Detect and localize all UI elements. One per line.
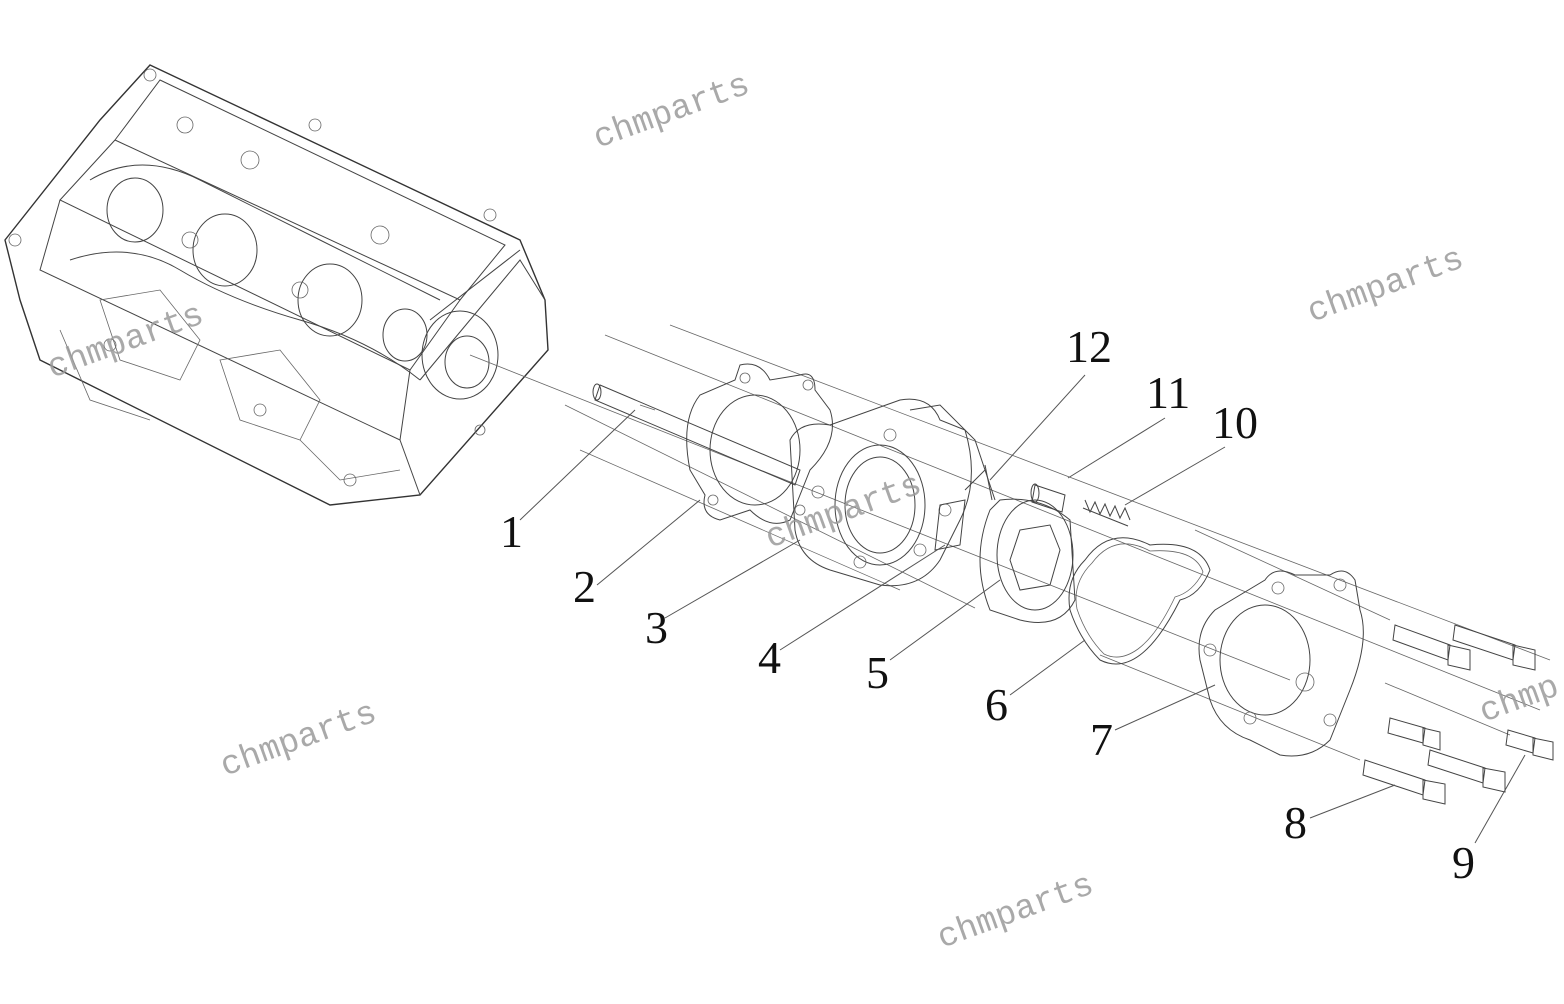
watermark-text: chmparts <box>1303 241 1469 333</box>
callout-9: 9 <box>1452 837 1475 888</box>
part-10-spring <box>1082 499 1131 527</box>
part-2-gasket <box>686 363 833 524</box>
bolts <box>1362 624 1554 805</box>
callout-4: 4 <box>758 632 781 683</box>
watermark-text: chmparts <box>216 695 382 787</box>
callout-6: 6 <box>985 679 1008 730</box>
bolt <box>1392 624 1471 671</box>
callout-12: 12 <box>1066 321 1112 372</box>
part-7-cover <box>1198 570 1364 757</box>
part-12-plug <box>984 469 996 501</box>
callout-3: 3 <box>645 602 668 653</box>
callout-5: 5 <box>866 647 889 698</box>
part-3-4-pump-housing <box>789 398 993 587</box>
part-6-o-ring <box>1068 537 1211 665</box>
watermarks: chmparts chmparts chmparts chmparts chmp… <box>43 67 1564 959</box>
bolt <box>1452 624 1536 671</box>
callout-7: 7 <box>1090 714 1113 765</box>
callout-2: 2 <box>573 561 596 612</box>
callout-1: 1 <box>500 506 523 557</box>
callout-10: 10 <box>1212 397 1258 448</box>
bolt <box>1505 729 1554 761</box>
callout-8: 8 <box>1284 797 1307 848</box>
watermark-text: chmparts <box>589 67 755 159</box>
part-1-shaft <box>592 383 801 486</box>
alignment-lines <box>469 324 1551 761</box>
bolt <box>1427 749 1506 793</box>
part-11-sleeve <box>1030 483 1066 513</box>
leader-lines <box>519 374 1526 844</box>
watermark-text-partial: chmp <box>1475 669 1564 733</box>
part-5-rotor <box>979 498 1076 623</box>
bolt <box>1362 759 1446 805</box>
watermark-text: chmparts <box>933 867 1099 959</box>
bolt <box>1387 717 1441 751</box>
callout-labels: 1 2 3 4 5 6 7 8 9 10 11 12 <box>500 321 1475 888</box>
callout-11: 11 <box>1146 367 1190 418</box>
cylinder-head <box>4 64 549 506</box>
